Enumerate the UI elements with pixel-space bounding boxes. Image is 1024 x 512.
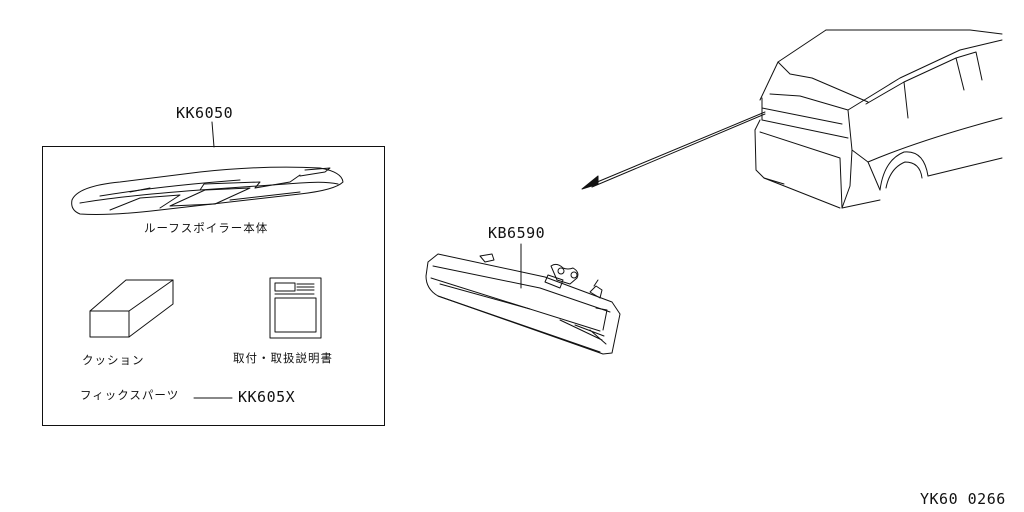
kit-code-label: KK6050	[176, 104, 234, 122]
lamp-code-label: KB6590	[488, 224, 546, 242]
manual-illustration	[269, 277, 322, 339]
diagram-id-label: YK60 0266	[920, 490, 1006, 508]
cushion-label: クッション	[82, 353, 145, 367]
cushion-illustration	[89, 279, 174, 338]
roof-spoiler-illustration	[71, 166, 344, 215]
vehicle-rear-illustration	[754, 29, 1003, 209]
kk6050-leader-line	[211, 121, 215, 148]
fix-parts-code-label: KK605X	[238, 388, 296, 406]
stop-lamp-illustration	[425, 253, 621, 355]
fix-parts-label: フィックスパーツ	[80, 388, 180, 402]
spoiler-label: ルーフスポイラー本体	[144, 221, 269, 235]
manual-label: 取付・取扱説明書	[233, 351, 333, 365]
location-arrow	[581, 111, 766, 190]
